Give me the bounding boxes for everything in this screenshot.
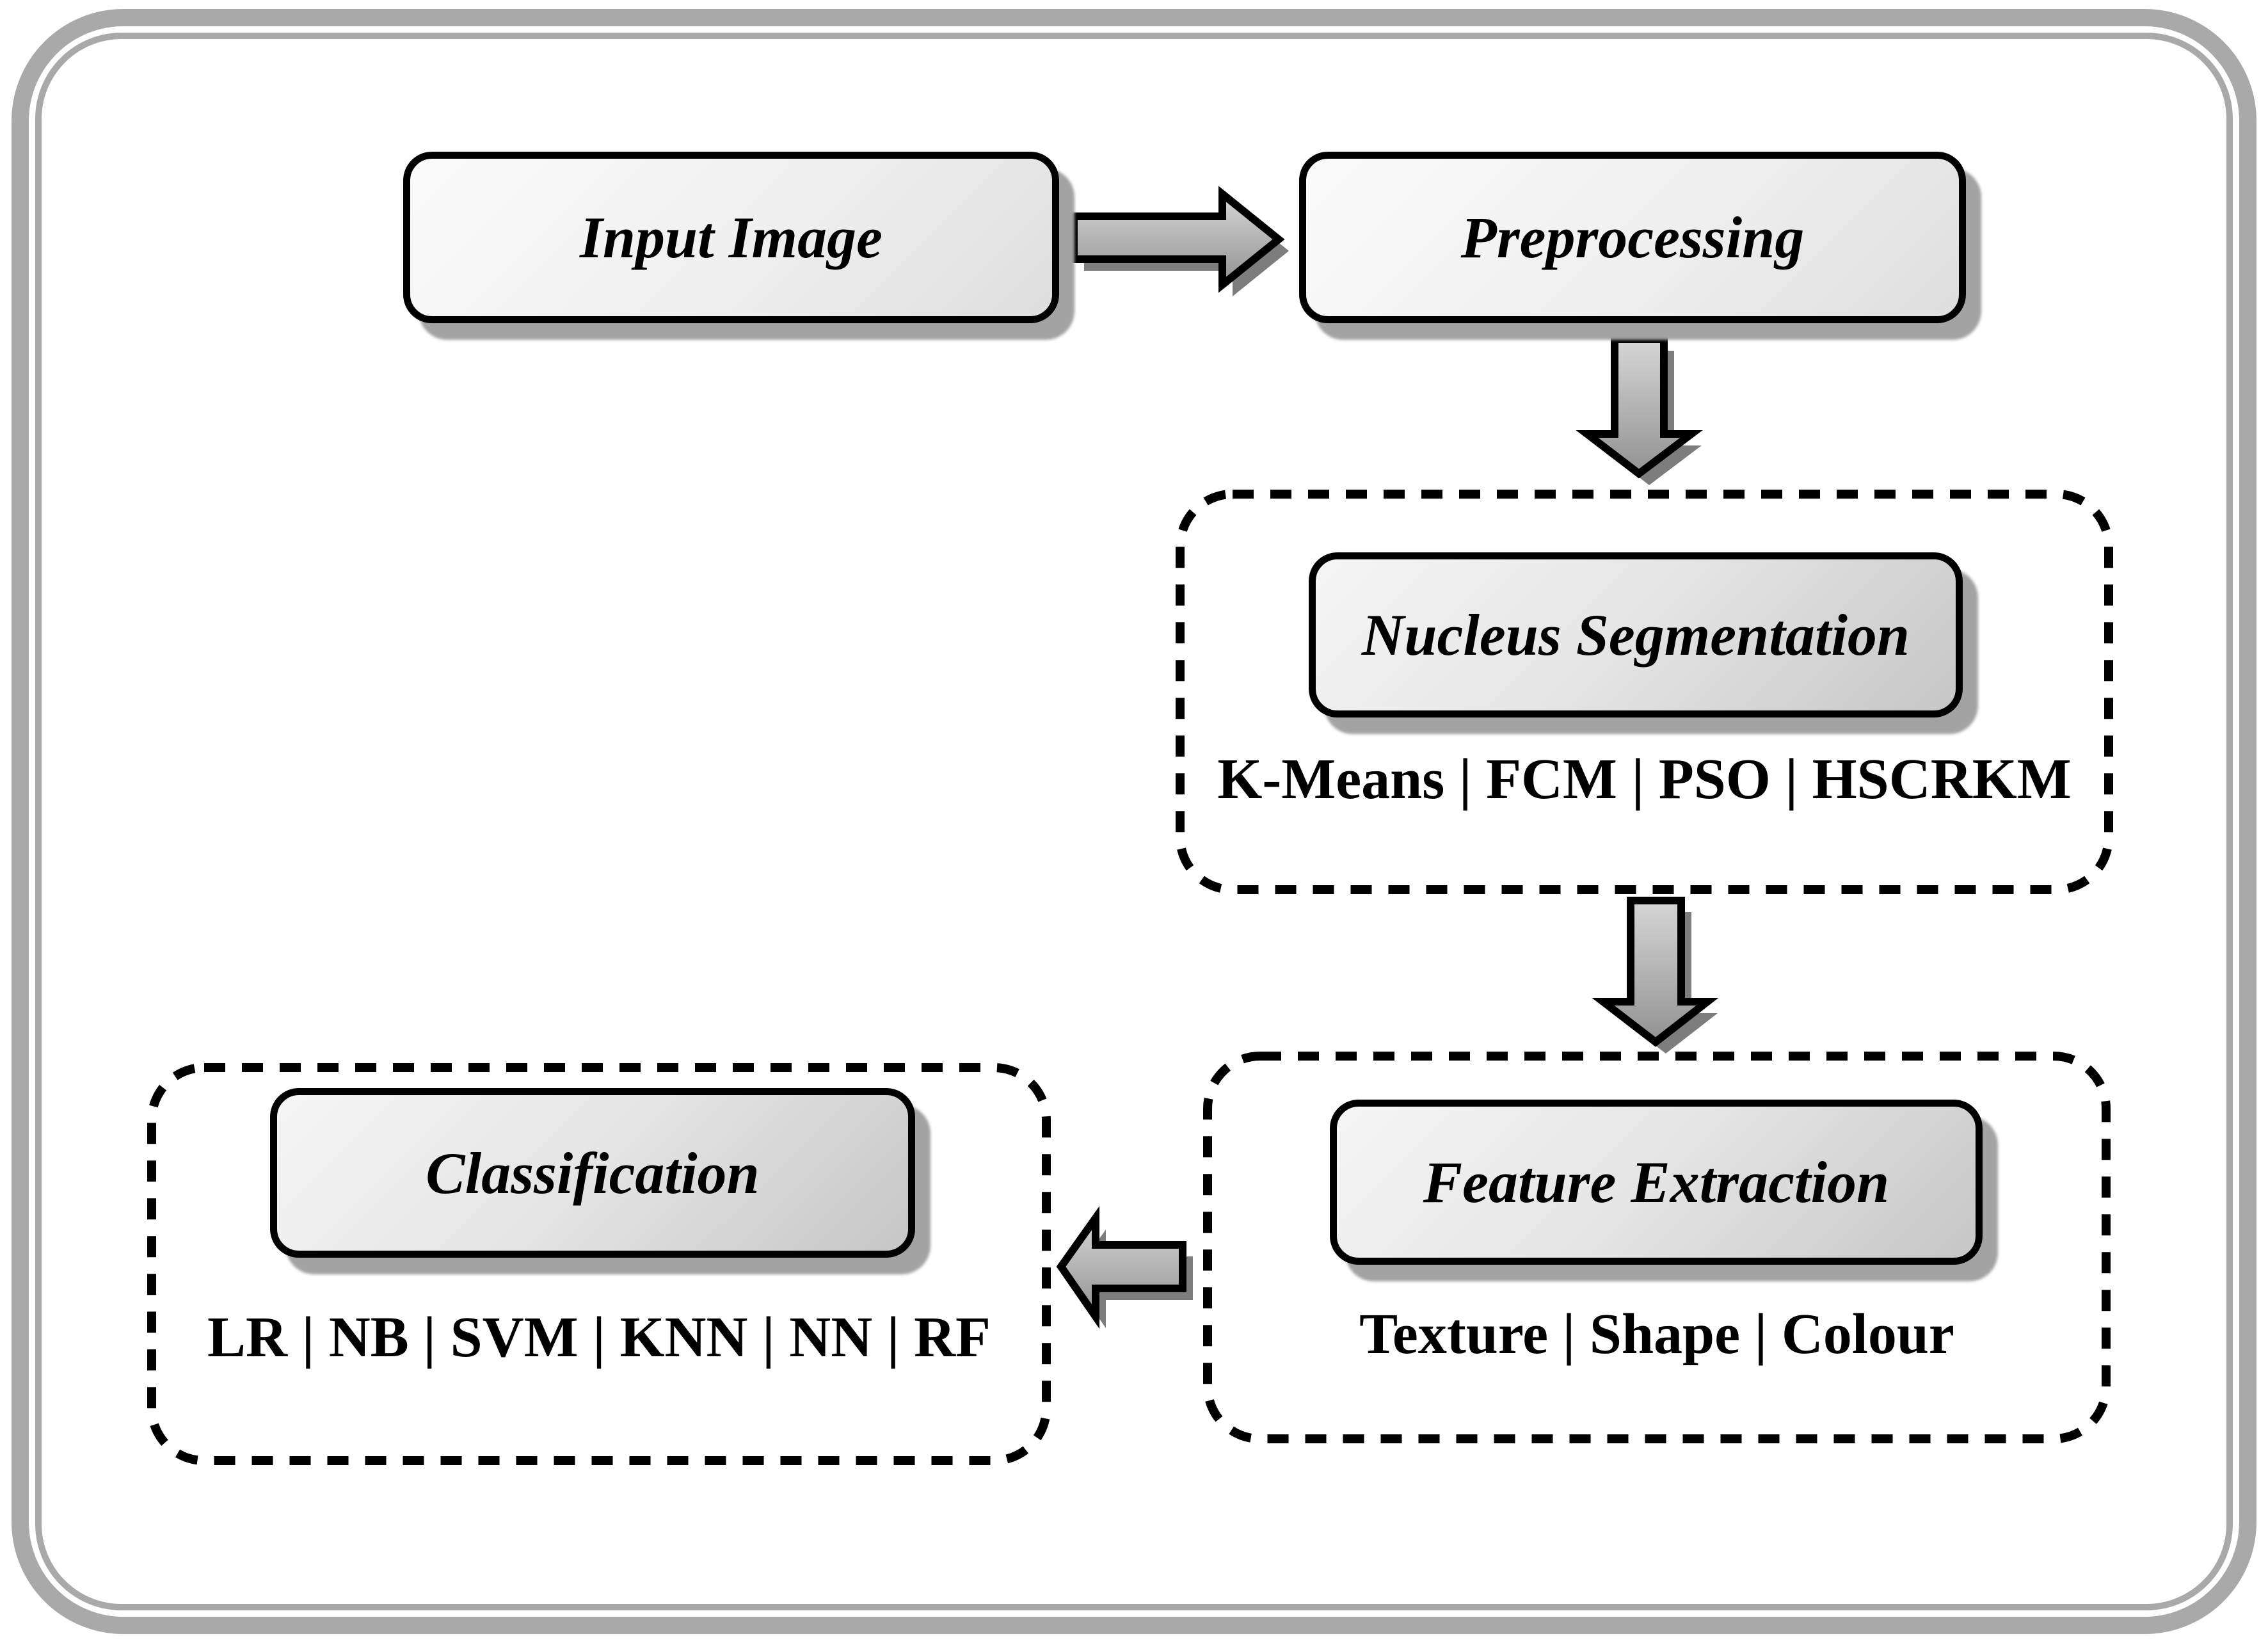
feature-extraction-node: Feature Extraction <box>1330 1100 1983 1265</box>
classification-methods: LR | NB | SVM | KNN | NN | RF <box>207 1306 991 1369</box>
nucleus-segmentation-methods: K-Means | FCM | PSO | HSCRKM <box>1217 748 2072 811</box>
classification-label: Classification <box>426 1140 760 1206</box>
feature-extraction-group-border <box>1203 1052 2111 1443</box>
inner-frame-border <box>35 33 2233 1610</box>
feature-extraction-label: Feature Extraction <box>1423 1150 1890 1215</box>
classification-group-border <box>147 1063 1051 1465</box>
preprocessing-label: Preprocessing <box>1460 205 1805 270</box>
arrow-left-icon <box>1056 1206 1193 1329</box>
input-image-node: Input Image <box>403 152 1059 323</box>
nucleus-segmentation-node: Nucleus Segmentation <box>1309 552 1963 717</box>
arrow-right-icon <box>1070 186 1289 296</box>
outer-frame-border <box>12 9 2256 1634</box>
classification-node: Classification <box>270 1088 915 1258</box>
preprocessing-node: Preprocessing <box>1299 152 1966 323</box>
arrow-down-icon <box>1576 335 1703 485</box>
nucleus-segmentation-label: Nucleus Segmentation <box>1361 602 1910 668</box>
arrow-down-icon <box>1592 897 1719 1054</box>
input-image-label: Input Image <box>580 205 882 270</box>
feature-extraction-methods: Texture | Shape | Colour <box>1359 1302 1954 1366</box>
